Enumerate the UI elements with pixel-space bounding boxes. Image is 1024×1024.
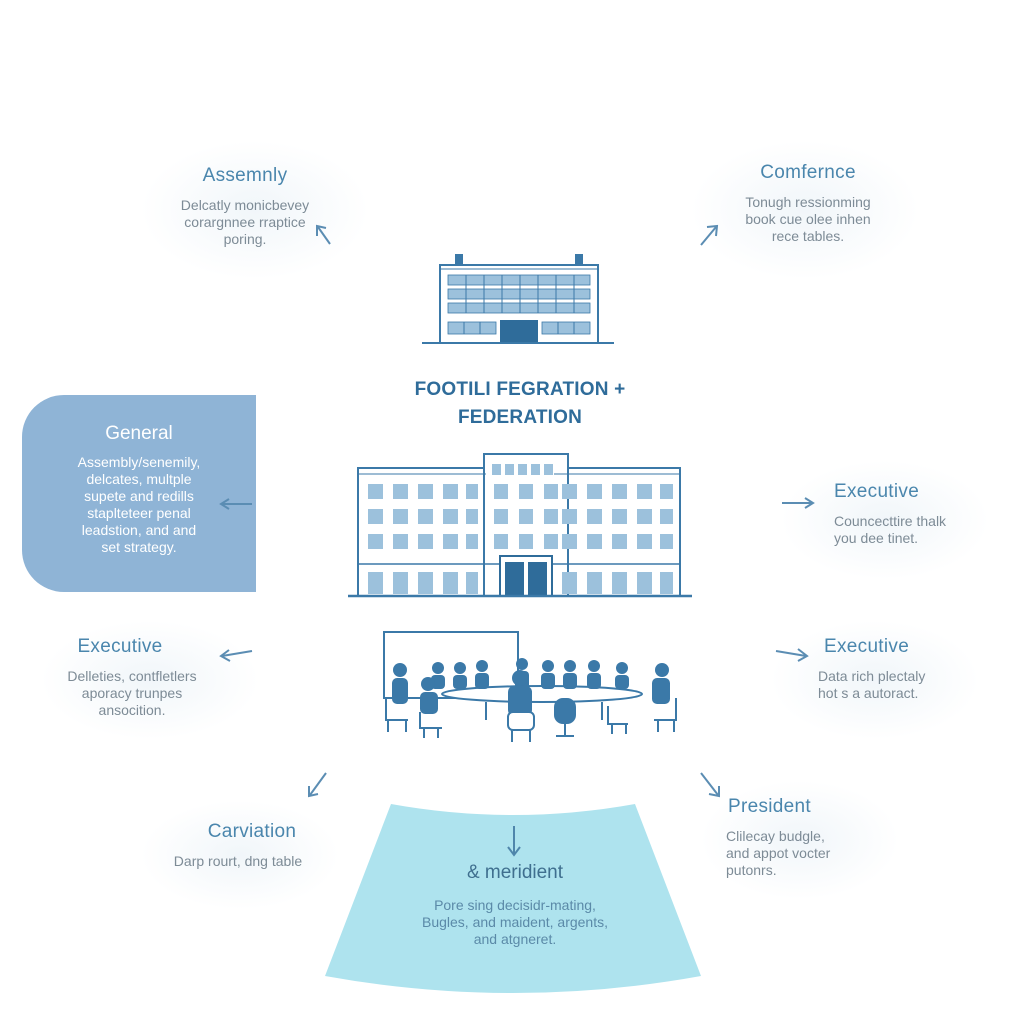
arrow-to-carviation — [308, 772, 327, 798]
node-general-desc: Assembly/senemily, delcates, multple sup… — [77, 454, 201, 555]
meeting-room-icon — [383, 631, 677, 742]
node-conference: Comfernce Tonugh ressionming book cue ol… — [718, 162, 898, 245]
node-executive-left: Executive Delleties, contfletlers aporac… — [42, 636, 222, 719]
node-executive-right-bottom-title: Executive — [824, 636, 910, 657]
node-executive-right-top: Executive Councecttire thalk you dee tin… — [822, 481, 982, 547]
arrow-to-meridient — [507, 826, 521, 857]
node-meridient-title: & meridient — [466, 862, 564, 883]
arrow-to-executive-left — [219, 649, 253, 662]
glow-executive-right-bottom — [770, 620, 980, 740]
arrow-to-president — [700, 772, 720, 798]
node-president-title: President — [728, 796, 811, 817]
headquarters-building-icon — [348, 453, 692, 598]
node-executive-right-top-title: Executive — [834, 481, 920, 502]
node-executive-left-desc: Delleties, contfletlers aporacy trunpes … — [67, 668, 197, 718]
node-president-desc: Clilecay budgle, and appot vocter putonr… — [726, 828, 831, 878]
node-conference-desc: Tonugh ressionming book cue olee inhen r… — [745, 194, 871, 244]
node-executive-right-bottom-desc: Data rich plectaly hot s a autoract. — [818, 668, 926, 701]
node-carviation: Carviation Darp rourt, dng table — [148, 821, 328, 870]
node-meridient: & meridient Pore sing decisidr-mating, B… — [395, 862, 635, 948]
diagram-center-title: FOOTILI FEGRATION + FEDERATION — [414, 379, 626, 428]
node-assembly: Assemnly Delcatly monicbevey corargnnee … — [155, 165, 335, 248]
small-building-icon — [422, 254, 614, 344]
node-conference-title: Comfernce — [760, 162, 856, 183]
glow-executive-left — [40, 620, 260, 740]
node-general-title: General — [105, 423, 173, 444]
arrow-to-general — [219, 498, 252, 510]
node-assembly-title: Assemnly — [202, 165, 288, 186]
glow-carviation — [140, 800, 340, 910]
arrow-to-conference — [700, 224, 719, 246]
arrow-to-executive-right-top — [782, 497, 815, 509]
glow-assembly — [140, 140, 370, 280]
node-meridient-desc: Pore sing decisidr-mating, Bugles, and m… — [421, 897, 608, 947]
node-president: President Clilecay budgle, and appot voc… — [722, 796, 882, 879]
arrow-to-assembly — [316, 224, 331, 245]
node-carviation-title: Carviation — [207, 821, 297, 842]
node-executive-right-bottom: Executive Data rich plectaly hot s a aut… — [806, 636, 966, 702]
node-executive-left-title: Executive — [77, 636, 163, 657]
node-general: General Assembly/senemily, delcates, mul… — [22, 395, 256, 592]
glow-executive-right — [780, 460, 990, 580]
node-assembly-desc: Delcatly monicbevey corargnnee rraptice … — [180, 197, 310, 247]
glow-conference — [690, 140, 920, 280]
node-carviation-desc: Darp rourt, dng table — [173, 853, 303, 869]
glow-president — [700, 780, 900, 900]
meridient-fan-shape — [325, 804, 701, 993]
node-executive-right-top-desc: Councecttire thalk you dee tinet. — [834, 513, 947, 546]
arrow-to-executive-right-bottom — [775, 648, 809, 662]
